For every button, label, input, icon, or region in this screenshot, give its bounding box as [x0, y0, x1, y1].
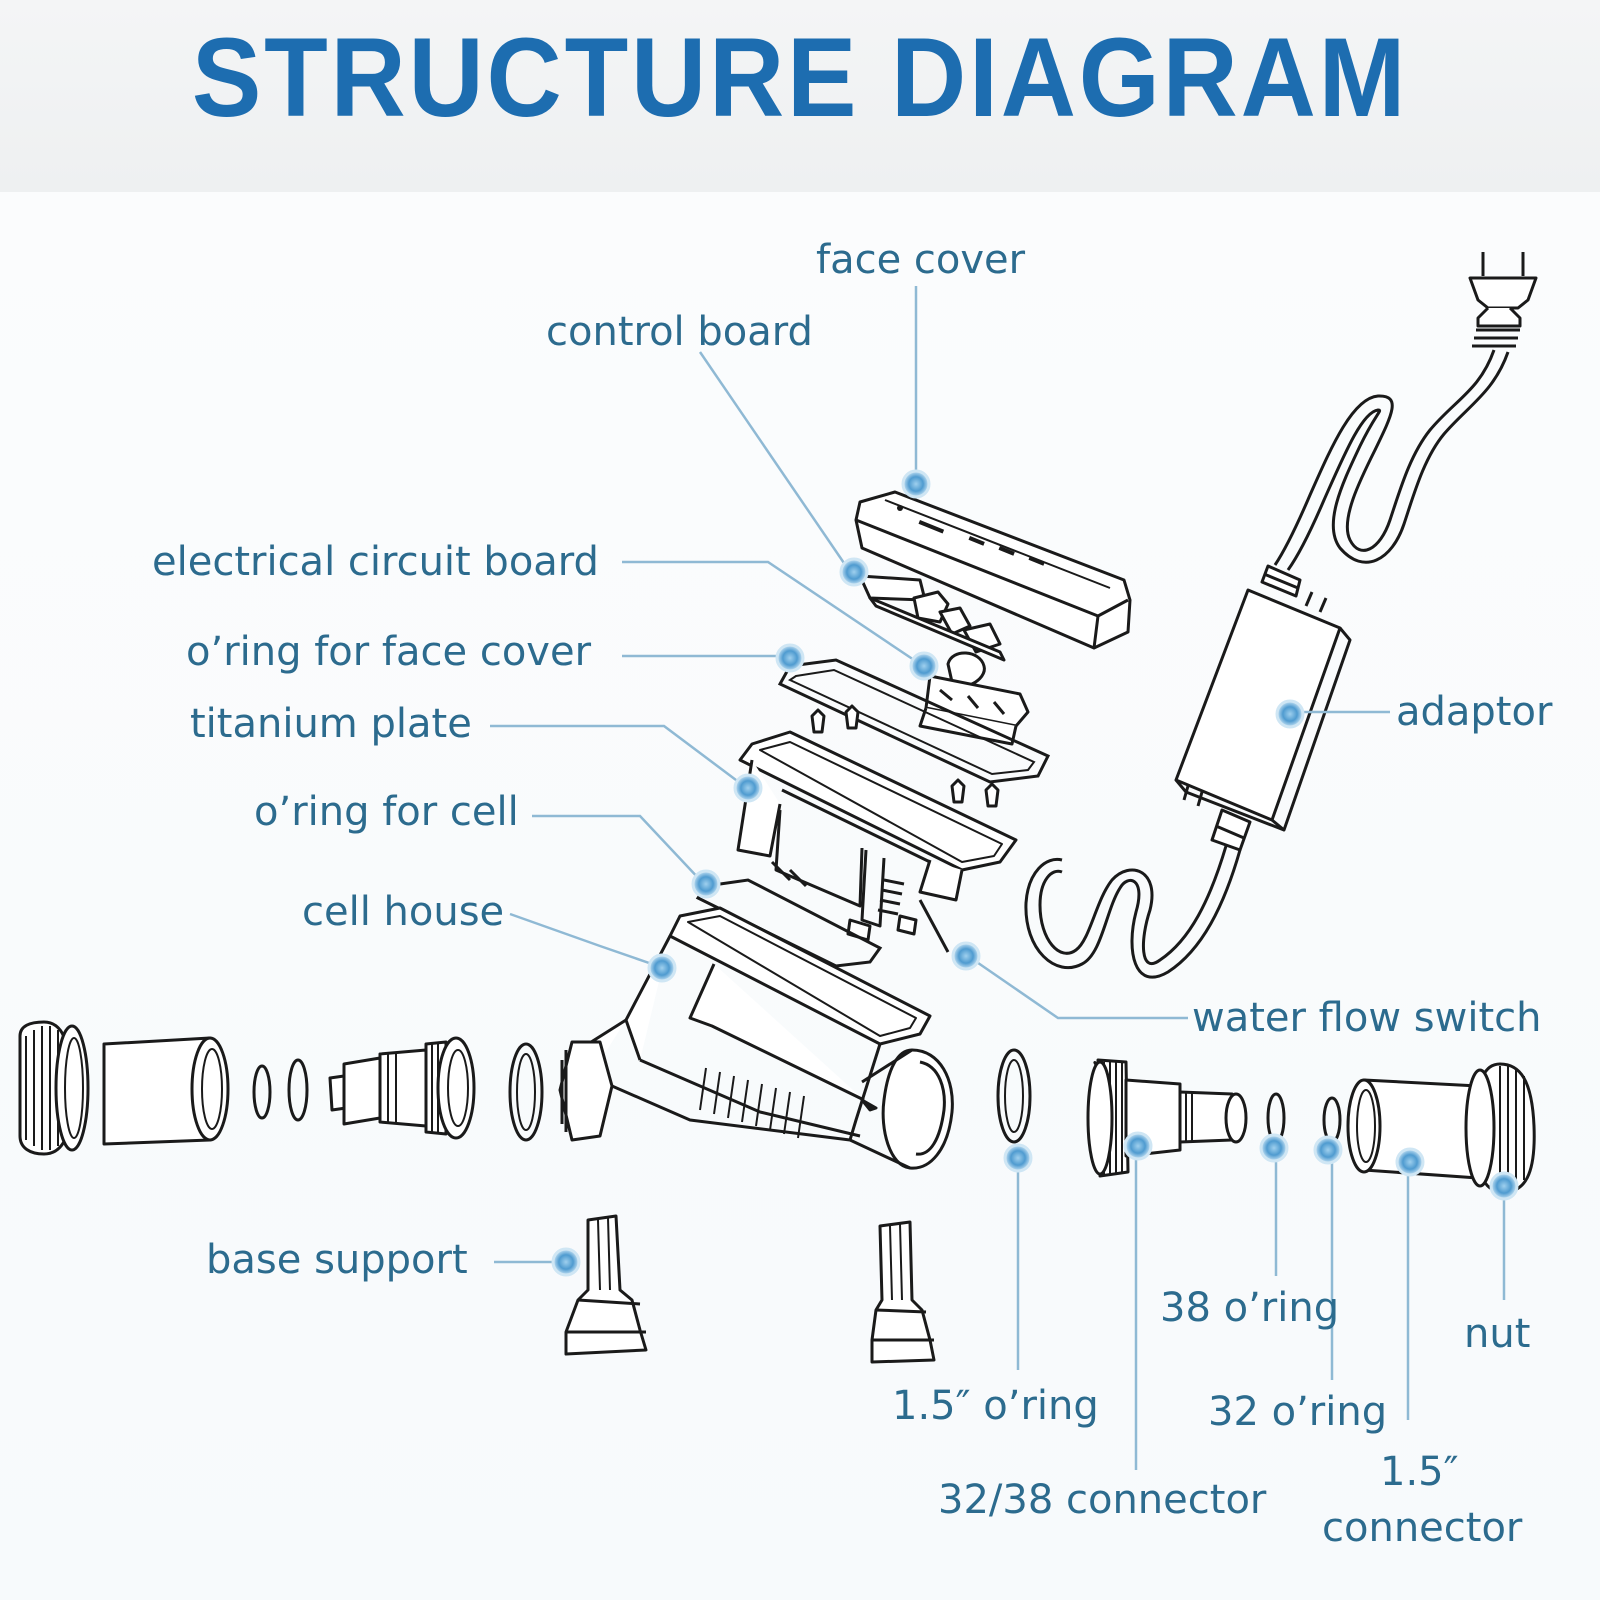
- page-title: STRUCTURE DIAGRAM: [191, 15, 1409, 140]
- label-cell-house: cell house: [302, 889, 505, 935]
- label-connector-15: connector: [1322, 1505, 1523, 1551]
- label-titanium-plate: titanium plate: [190, 701, 472, 747]
- label-adaptor: adaptor: [1396, 689, 1553, 735]
- label-electrical-circuit-board: electrical circuit board: [152, 539, 599, 585]
- label-base-support: base support: [206, 1237, 468, 1283]
- adaptor-drawing: [1024, 252, 1538, 979]
- marker-connector-32-38: [1123, 1131, 1153, 1161]
- marker-adaptor: [1275, 699, 1305, 729]
- marker-cell-house: [647, 953, 677, 983]
- label-oring-32: 32 o’ring: [1208, 1389, 1388, 1435]
- marker-connector-15: [1395, 1147, 1425, 1177]
- oring-cell-drawing: [695, 878, 883, 968]
- marker-oring-15: [1003, 1143, 1033, 1173]
- label-oring-face-cover: o’ring for face cover: [186, 629, 592, 675]
- label-connector-15-size: 1.5″: [1380, 1449, 1459, 1495]
- right-fittings-drawing: [996, 1048, 1536, 1194]
- label-oring-cell: o’ring for cell: [254, 789, 519, 835]
- face-cover-drawing: [854, 490, 1132, 650]
- marker-face-cover: [901, 469, 931, 499]
- titanium-plate-drawing: [736, 704, 1018, 953]
- control-board-drawing: [858, 574, 1006, 662]
- label-connector-32-38: 32/38 connector: [938, 1477, 1267, 1523]
- marker-oring-cell: [691, 869, 721, 899]
- marker-oring-38: [1259, 1133, 1289, 1163]
- marker-electrical-circuit-board: [909, 651, 939, 681]
- label-water-flow-switch: water flow switch: [1192, 995, 1542, 1041]
- base-support-drawing: [564, 1214, 936, 1364]
- circuit-board-drawing: [918, 651, 1030, 746]
- left-fittings-drawing: [18, 1020, 544, 1156]
- marker-water-flow-switch: [951, 941, 981, 971]
- leader-lines: [490, 286, 1506, 1470]
- marker-base-support: [551, 1247, 581, 1277]
- marker-control-board: [839, 557, 869, 587]
- diagram-area: [0, 192, 1600, 1600]
- cell-house-drawing: [558, 906, 954, 1170]
- marker-titanium-plate: [733, 773, 763, 803]
- label-oring-38: 38 o’ring: [1160, 1285, 1340, 1331]
- oring-face-cover-drawing: [777, 658, 1051, 784]
- title-banner: STRUCTURE DIAGRAM: [0, 0, 1600, 192]
- label-nut: nut: [1464, 1311, 1531, 1357]
- marker-oring-face-cover: [775, 643, 805, 673]
- marker-oring-32: [1313, 1135, 1343, 1165]
- marker-nut: [1489, 1171, 1519, 1201]
- label-control-board: control board: [546, 309, 813, 355]
- label-face-cover: face cover: [816, 237, 1026, 283]
- label-oring-15: 1.5″ o’ring: [892, 1383, 1099, 1429]
- callout-markers: [551, 469, 1519, 1277]
